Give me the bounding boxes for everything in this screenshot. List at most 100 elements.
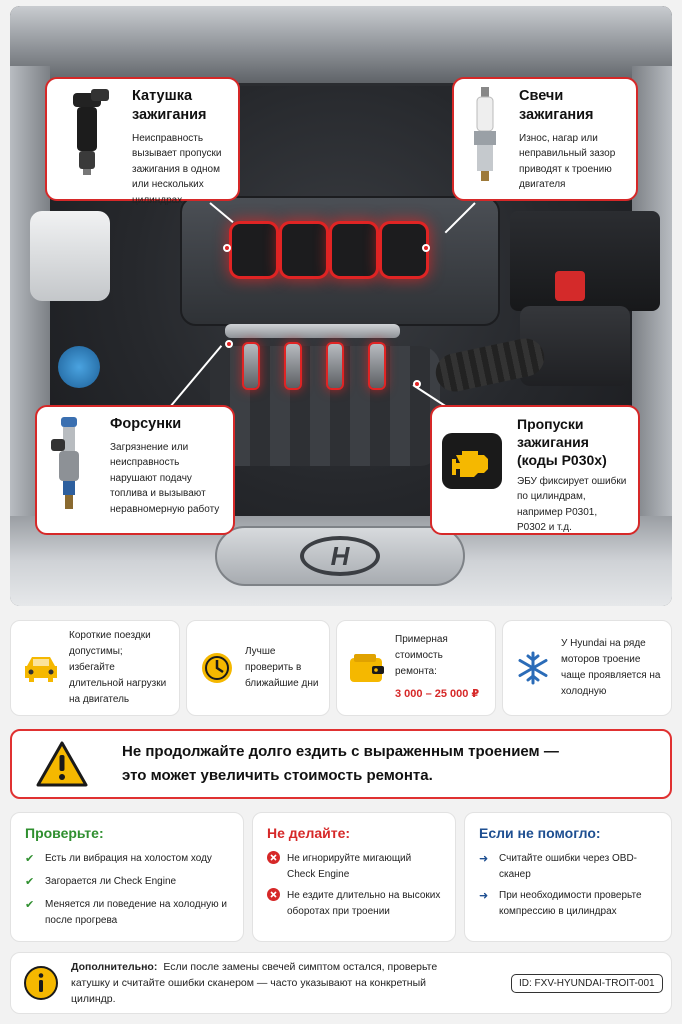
warning-triangle-icon — [36, 741, 88, 787]
callout-title-line: Катушка — [132, 88, 193, 104]
callout-title: Свечи зажигания — [519, 87, 626, 125]
list-item: ✔ Загорается ли Check Engine — [25, 874, 229, 891]
if-not-helped-title: Если не помогло: — [479, 825, 601, 841]
checkmark-icon: ✔ — [25, 899, 35, 912]
leader-dot-misfire — [413, 380, 421, 388]
warning-text: Не продолжайте долго ездить с выраженным… — [112, 740, 559, 788]
callout-text: Износ, нагар или неправильный зазор прив… — [519, 132, 616, 191]
note-body: Если после замены свечей симптом остался… — [71, 960, 438, 1006]
warning-line: это может увеличить стоимость ремонта. — [122, 767, 433, 784]
info-icon-wrap — [195, 650, 239, 686]
info-icon-wrap — [11, 965, 71, 1001]
checkmark-icon: ✔ — [25, 876, 35, 889]
dont-list: Не игнорируйте мигающий Check Engine Не … — [267, 851, 441, 919]
info-card-cold-start: У Hyundai на ряде моторов троение чаще п… — [502, 620, 672, 716]
coolant-reservoir — [30, 211, 110, 301]
injector-2 — [286, 344, 300, 388]
hood — [10, 6, 672, 86]
callout-misfire: Пропуски зажигания (коды P030x) ЭБУ фикс… — [430, 405, 640, 535]
battery-terminal — [555, 271, 585, 301]
warning-icon-wrap — [12, 741, 112, 787]
ignition-coil-1 — [232, 224, 276, 276]
check-engine-icon — [442, 433, 502, 489]
note-text: Дополнительно:Если после замены свечей с… — [71, 959, 471, 1008]
clock-icon — [202, 653, 232, 683]
info-text-wrap: Примерная стоимость ремонта: 3 000 – 25 … — [389, 632, 487, 704]
dont-title: Не делайте: — [267, 825, 351, 841]
ignition-coil-3 — [332, 224, 376, 276]
info-icon-wrap — [345, 652, 389, 684]
callout-title: Пропуски зажигания (коды P030x) — [517, 415, 628, 470]
callout-title-line: зажигания — [519, 106, 594, 123]
callout-spark-plugs: Свечи зажигания Износ, нагар или неправи… — [452, 77, 638, 201]
leader-dot-plug — [422, 244, 430, 252]
list-item: Не игнорируйте мигающий Check Engine — [267, 851, 441, 882]
callout-title-line: (коды P030x) — [517, 452, 607, 469]
info-card-cost: Примерная стоимость ремонта: 3 000 – 25 … — [336, 620, 496, 716]
car-icon — [25, 657, 57, 682]
info-icon-wrap — [511, 650, 555, 686]
list-item-text: При необходимости проверьте компрессию в… — [499, 890, 642, 917]
info-text: Лучше проверить в ближайшие дни — [245, 646, 319, 689]
leader-dot-coil — [223, 244, 231, 252]
callout-text: ЭБУ фиксирует ошибки по цилиндрам, напри… — [517, 475, 627, 534]
if-not-helped-list: ➜ Считайте ошибки через OBD-сканер ➜При н… — [479, 851, 657, 919]
dont-section: Не делайте: Не игнорируйте мигающий Chec… — [252, 812, 456, 942]
callout-text: Загрязнение или неисправность нарушают п… — [110, 441, 220, 515]
cross-icon — [267, 851, 287, 882]
warning-banner: Не продолжайте долго ездить с выраженным… — [10, 729, 672, 799]
injector-icon — [51, 417, 79, 509]
fuel-rail — [225, 324, 400, 338]
info-text: У Hyundai на ряде моторов троение чаще п… — [561, 638, 661, 697]
check-section: Проверьте: ✔ Есть ли вибрация на холостом… — [10, 812, 244, 942]
check-list: ✔ Есть ли вибрация на холостом ходу ✔ Заго… — [25, 851, 229, 928]
list-item: ✔ Есть ли вибрация на холостом ходу — [25, 851, 229, 868]
battery — [510, 211, 660, 311]
arrow-right-icon: ➜ — [479, 853, 489, 865]
list-item: ➜При необходимости проверьте компрессию … — [479, 888, 657, 919]
info-text: Примерная стоимость ремонта: — [395, 634, 448, 678]
callout-title-line: зажигания — [517, 434, 589, 451]
list-item: ➜ Считайте ошибки через OBD-сканер — [479, 851, 657, 882]
callout-ignition-coil: Катушка зажигания Неисправность вызывает… — [45, 77, 240, 206]
hyundai-logo: H — [300, 536, 380, 576]
ignition-coil-2 — [282, 224, 326, 276]
injector-4 — [370, 344, 384, 388]
washer-cap — [58, 346, 100, 388]
info-icon — [24, 966, 58, 1000]
info-icon-wrap — [19, 652, 63, 684]
list-item-text: Считайте ошибки через OBD-сканер — [499, 853, 638, 880]
list-item-text: Меняется ли поведение на холодную и посл… — [45, 899, 227, 926]
callout-injectors: Форсунки Загрязнение или неисправность н… — [35, 405, 235, 535]
note-label: Дополнительно: — [71, 960, 158, 973]
leader-dot-injector — [225, 340, 233, 348]
injector-3 — [328, 344, 342, 388]
injector-1 — [244, 344, 258, 388]
callout-title-line: Свечи — [519, 88, 564, 104]
repair-price: 3 000 – 25 000 ₽ — [395, 688, 480, 701]
cross-icon — [267, 888, 287, 919]
check-title: Проверьте: — [25, 825, 104, 841]
list-item-text: Есть ли вибрация на холостом ходу — [45, 853, 212, 864]
checkmark-icon: ✔ — [25, 853, 35, 865]
spark-plug-icon — [474, 87, 496, 181]
callout-title-line: Пропуски — [517, 416, 584, 432]
list-item: ✔ Меняется ли поведение на холодную и пос… — [25, 897, 229, 928]
callout-text: Неисправность вызывает пропуски зажигани… — [132, 132, 222, 206]
document-id: ID: FXV-HYUNDAI-TROIT-001 — [511, 973, 663, 993]
list-item-text: Не ездите длительно на высоких оборотах … — [287, 890, 441, 917]
info-text: Короткие поездки допустимы; избегайте дл… — [69, 630, 167, 705]
ignition-coil-icon — [73, 89, 109, 175]
info-card-short-trips: Короткие поездки допустимы; избегайте дл… — [10, 620, 180, 716]
list-item-text: Не игнорируйте мигающий Check Engine — [287, 853, 412, 880]
list-item-text: Загорается ли Check Engine — [45, 876, 177, 888]
if-not-helped-section: Если не помогло: ➜ Считайте ошибки через … — [464, 812, 672, 942]
callout-title: Катушка зажигания — [132, 87, 228, 125]
intake-hose — [432, 334, 548, 396]
snowflake-icon — [518, 651, 548, 685]
warning-line: Не продолжайте долго ездить с выраженным… — [122, 743, 559, 760]
list-item: Не ездите длительно на высоких оборотах … — [267, 888, 441, 919]
ignition-coil-4 — [382, 224, 426, 276]
callout-title-line: зажигания — [132, 106, 207, 123]
callout-title: Форсунки — [110, 416, 182, 432]
